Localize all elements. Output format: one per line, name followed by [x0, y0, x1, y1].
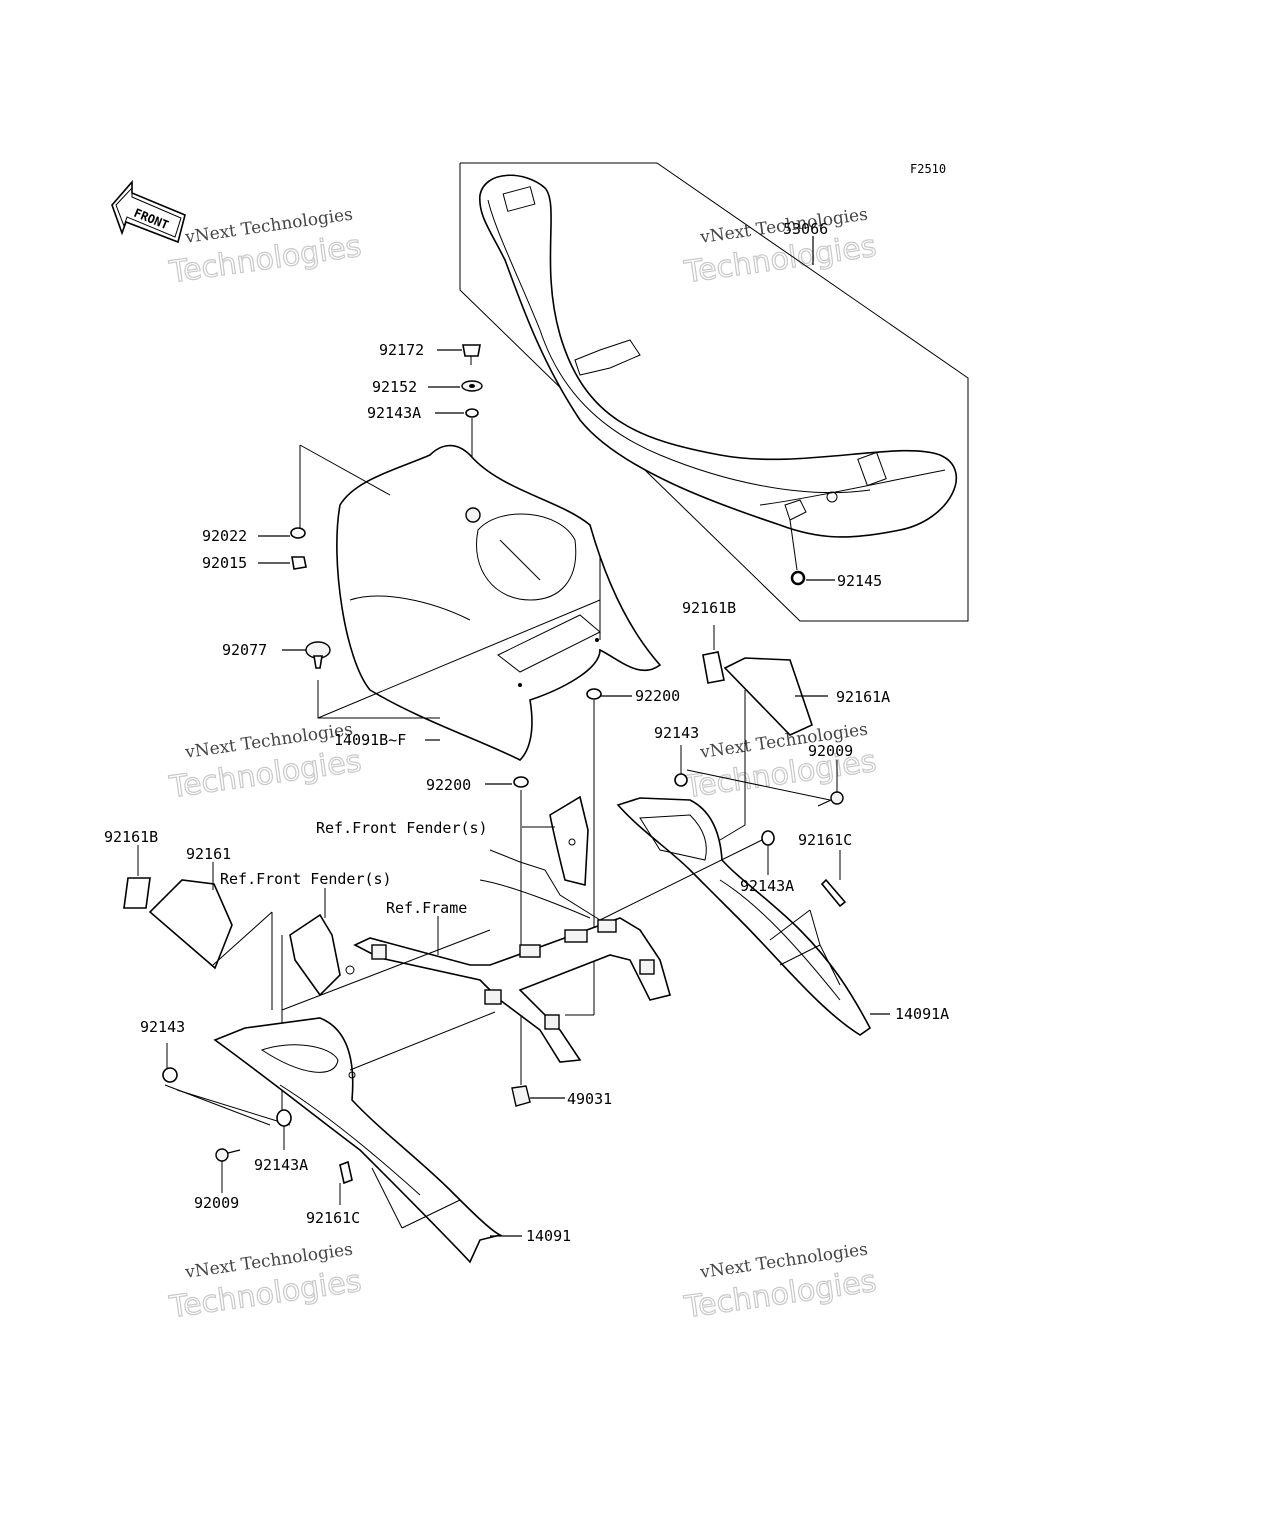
label-92022: 92022 — [202, 527, 247, 545]
label-92143-left: 92143 — [140, 1018, 185, 1036]
label-92161C-right: 92161C — [798, 831, 852, 849]
label-92009-left: 92009 — [194, 1194, 239, 1212]
frame-part — [353, 849, 671, 1063]
part-92145 — [789, 519, 835, 586]
label-92200-a: 92200 — [635, 687, 680, 705]
part-49031 — [511, 1085, 565, 1107]
label-53066: 53066 — [783, 220, 828, 238]
label-ref-front-fender-1: Ref.Front Fender(s) — [316, 819, 488, 837]
part-92161A — [719, 657, 828, 841]
part-92009-left — [215, 1148, 241, 1193]
label-92161A: 92161A — [836, 688, 890, 706]
label-14091A: 14091A — [895, 1005, 949, 1023]
label-92161C-left: 92161C — [306, 1209, 360, 1227]
label-ref-frame: Ref.Frame — [386, 899, 467, 917]
diagram-code: F2510 — [910, 162, 946, 176]
label-92161: 92161 — [186, 845, 231, 863]
label-14091: 14091 — [526, 1227, 571, 1245]
left-side-cover — [213, 1017, 522, 1264]
label-14091BF: 14091B~F — [334, 731, 406, 749]
seat-group-outline — [459, 162, 969, 622]
part-labels: 53066 92172 92152 92143A 92022 92015 921… — [104, 220, 949, 1245]
ref-bracket-left — [289, 888, 355, 997]
label-92143-right: 92143 — [654, 724, 699, 742]
part-92161B-left — [123, 845, 151, 909]
front-fender-part — [336, 444, 662, 761]
label-92143A-top: 92143A — [367, 404, 421, 422]
part-92009-right — [817, 760, 844, 807]
label-92145: 92145 — [837, 572, 882, 590]
label-92009-right: 92009 — [808, 742, 853, 760]
ref-bracket-right — [522, 795, 589, 887]
part-92161B-right — [702, 625, 725, 684]
label-49031: 49031 — [567, 1090, 612, 1108]
label-92161B-right: 92161B — [682, 599, 736, 617]
label-92152: 92152 — [372, 378, 417, 396]
part-92161 — [148, 862, 233, 970]
label-92143A-left: 92143A — [254, 1156, 308, 1174]
label-92200-b: 92200 — [426, 776, 471, 794]
label-92161B-left: 92161B — [104, 828, 158, 846]
label-92015: 92015 — [202, 554, 247, 572]
label-92143A-right: 92143A — [740, 877, 794, 895]
label-ref-front-fender-2: Ref.Front Fender(s) — [220, 870, 392, 888]
front-arrow-icon: FRONT — [111, 179, 186, 244]
label-92172: 92172 — [379, 341, 424, 359]
seat-part — [479, 174, 958, 538]
label-92077: 92077 — [222, 641, 267, 659]
